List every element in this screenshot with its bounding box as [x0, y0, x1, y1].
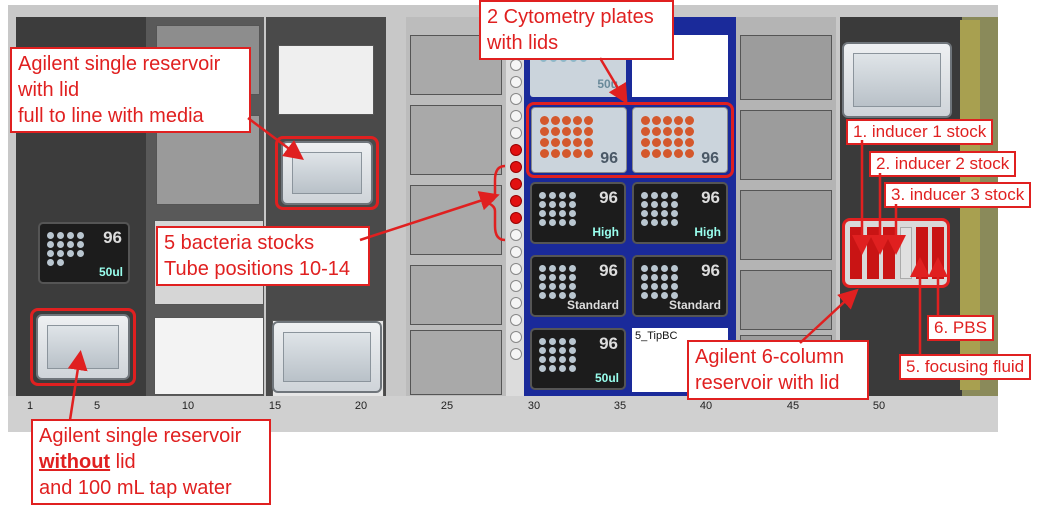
reservoir-right-top[interactable]	[842, 42, 952, 118]
callout-reservoir-without-lid: Agilent single reservoir without lid and…	[31, 419, 271, 505]
tiprack-count: 96	[701, 188, 720, 207]
tiprack-count: 96	[599, 334, 618, 353]
labware-slot	[740, 110, 832, 180]
bacteria-stock-tube[interactable]	[510, 195, 522, 207]
tiprack-50ul-mid[interactable]: 96 50ul	[530, 328, 626, 390]
well-grid	[641, 116, 694, 158]
tiprack-type: Standard	[566, 298, 619, 312]
empty-tube[interactable]	[510, 280, 522, 292]
tiprack-type: High	[592, 225, 619, 239]
callout-focusing: 5. focusing fluid	[899, 354, 1032, 380]
tube-rack	[508, 58, 524, 398]
bacteria-stock-tube[interactable]	[510, 161, 522, 173]
reservoir-without-lid-highlight	[30, 308, 136, 386]
ruler-tick: 30	[527, 400, 541, 412]
empty-tube[interactable]	[510, 297, 522, 309]
tiprack-volume: 50ul	[594, 371, 619, 385]
empty-tube[interactable]	[510, 76, 522, 88]
bacteria-stock-tube[interactable]	[510, 212, 522, 224]
tiprack-high-b[interactable]: 96 High	[632, 182, 728, 244]
cytometry-plate-a[interactable]: 96	[531, 107, 627, 173]
labware-slot	[740, 270, 832, 330]
callout-inducer3: 3. inducer 3 stock	[884, 182, 1032, 208]
arrow-reservoir-without-lid	[67, 350, 88, 421]
empty-tube[interactable]	[510, 314, 522, 326]
labware-slot	[740, 190, 832, 260]
arrow-reservoir-with-lid	[247, 117, 304, 160]
labware-slot	[154, 317, 264, 395]
labware-slot	[740, 35, 832, 100]
labware-slot	[410, 105, 502, 175]
cytometry-plates-highlight	[526, 102, 734, 178]
tiprack-standard-a[interactable]: 96 Standard	[530, 255, 626, 317]
tiprack-50ul-left[interactable]: 96 50ul	[38, 222, 130, 284]
plate-well-count: 96	[701, 150, 719, 167]
ruler-tick: 35	[613, 400, 627, 412]
empty-tube[interactable]	[510, 127, 522, 139]
well-grid	[540, 116, 593, 158]
callout-inducer2: 2. inducer 2 stock	[869, 151, 1017, 177]
tiprack-volume: 50ul	[98, 265, 123, 279]
callout-reservoir-with-lid: Agilent single reservoir with lid full t…	[10, 47, 251, 133]
tiprack-standard-b[interactable]: 96 Standard	[632, 255, 728, 317]
callout-line2: without lid	[39, 451, 136, 473]
reservoir-carrier3-bottom[interactable]	[272, 321, 382, 393]
empty-tube[interactable]	[510, 331, 522, 343]
tiprack-type: High	[694, 225, 721, 239]
arrow-bacteria	[359, 191, 500, 242]
ruler-tick: 1	[26, 400, 34, 412]
bacteria-brace	[484, 164, 506, 242]
callout-pbs: 6. PBS	[927, 315, 994, 341]
barcode-label: 5_TipBC	[635, 330, 678, 342]
tip-grid	[641, 265, 679, 299]
tiprack-type: Standard	[668, 298, 721, 312]
ruler-tick: 5	[93, 400, 101, 412]
tiprack-count: 96	[103, 228, 122, 247]
labware-slot	[278, 45, 374, 115]
tip-grid	[641, 192, 679, 226]
tiprack-count: 96	[599, 261, 618, 280]
labware-slot	[410, 265, 502, 325]
ruler-tick: 50	[872, 400, 886, 412]
callout-six-column: Agilent 6-column reservoir with lid	[687, 340, 869, 400]
arrow-six-column	[799, 288, 859, 344]
ruler-tick: 45	[786, 400, 800, 412]
bacteria-stock-tube[interactable]	[510, 144, 522, 156]
cytometry-plate-b[interactable]: 96	[632, 107, 728, 173]
empty-tube[interactable]	[510, 348, 522, 360]
ruler-tick: 25	[440, 400, 454, 412]
bacteria-stock-tube[interactable]	[510, 178, 522, 190]
tiprack-count: 96	[599, 188, 618, 207]
reservoir-with-lid-highlight	[275, 136, 379, 210]
ruler-tick: 15	[268, 400, 282, 412]
empty-tube[interactable]	[510, 229, 522, 241]
ruler-tick: 20	[354, 400, 368, 412]
ruler-tick: 10	[181, 400, 195, 412]
callout-cytometry: 2 Cytometry plates with lids	[479, 0, 674, 60]
empty-tube[interactable]	[510, 110, 522, 122]
tip-grid	[47, 232, 85, 266]
tip-grid	[539, 338, 577, 372]
empty-tube[interactable]	[510, 93, 522, 105]
empty-tube[interactable]	[510, 246, 522, 258]
tip-grid	[539, 192, 577, 226]
arrow-cytometry	[598, 57, 628, 105]
labware-slot	[410, 330, 502, 395]
tiprack-count: 96	[701, 261, 720, 280]
callout-bacteria: 5 bacteria stocks Tube positions 10-14	[156, 226, 370, 286]
ruler-tick: 40	[699, 400, 713, 412]
tiprack-high-a[interactable]: 96 High	[530, 182, 626, 244]
callout-inducer1: 1. inducer 1 stock	[846, 119, 994, 145]
empty-tube[interactable]	[510, 263, 522, 275]
tip-grid	[539, 265, 577, 299]
plate-well-count: 96	[600, 150, 618, 167]
